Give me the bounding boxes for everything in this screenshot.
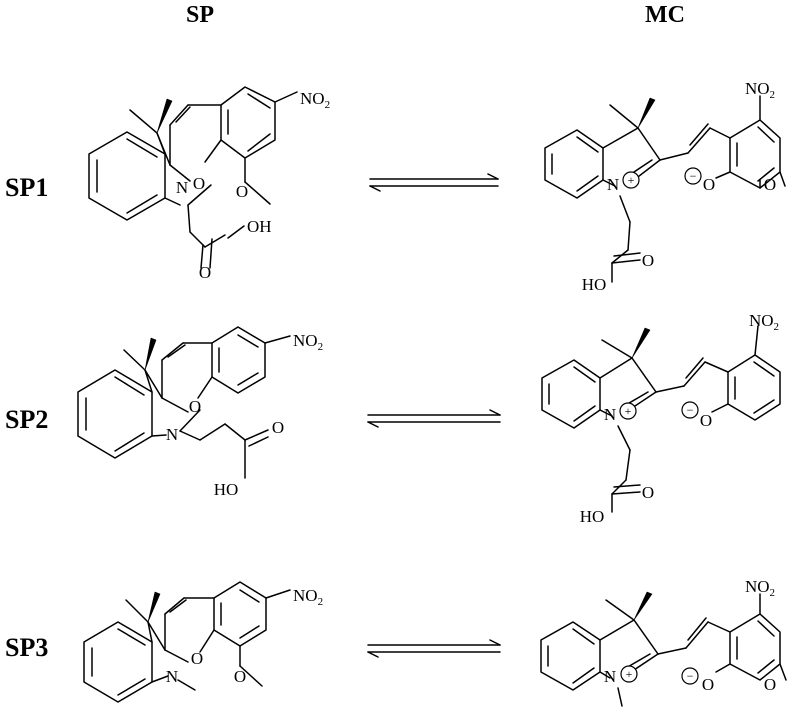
row-label-sp2: SP2 xyxy=(5,405,48,434)
equilibrium-arrow-2 xyxy=(367,409,501,428)
svg-text:O: O xyxy=(642,251,654,270)
svg-text:N: N xyxy=(166,425,178,444)
svg-text:HO: HO xyxy=(214,480,239,499)
svg-text:N: N xyxy=(604,667,616,686)
svg-text:−: − xyxy=(687,669,694,683)
svg-text:O: O xyxy=(234,667,246,686)
header-sp: SP xyxy=(186,2,214,28)
svg-text:HO: HO xyxy=(580,507,605,526)
svg-text:O: O xyxy=(702,675,714,694)
svg-text:O: O xyxy=(642,483,654,502)
svg-text:−: − xyxy=(687,403,694,417)
svg-text:O: O xyxy=(191,649,203,668)
sp2-spiropyran: N O O HO NO2 xyxy=(77,326,323,499)
svg-text:O: O xyxy=(703,175,715,194)
sp2-nitro: NO2 xyxy=(293,331,323,353)
mc1-merocyanine: N + − O O NO2 HO O xyxy=(544,79,786,294)
sp3-spiropyran: N O O NO2 xyxy=(83,581,323,703)
equilibrium-arrow-1 xyxy=(369,173,499,192)
svg-text:O: O xyxy=(764,175,776,194)
svg-text:HO: HO xyxy=(582,275,607,294)
svg-text:N: N xyxy=(176,178,188,197)
positive-charge-icon xyxy=(622,171,640,189)
svg-text:O: O xyxy=(199,263,211,282)
header-mc: MC xyxy=(645,2,685,28)
mc1-nitro: NO2 xyxy=(745,79,775,101)
svg-text:N: N xyxy=(607,175,619,194)
row-label-sp1: SP1 xyxy=(5,173,48,202)
svg-text:+: + xyxy=(626,667,633,681)
equilibrium-arrow-3 xyxy=(367,639,501,658)
svg-text:O: O xyxy=(193,174,205,193)
svg-text:N: N xyxy=(604,405,616,424)
row-sp3: SP3 N O O xyxy=(5,577,787,707)
svg-text:+: + xyxy=(625,404,632,418)
mc2-nitro: NO2 xyxy=(749,311,779,333)
sp3-nitro: NO2 xyxy=(293,586,323,608)
svg-text:−: − xyxy=(690,169,697,183)
negative-charge-icon xyxy=(681,667,699,685)
svg-text:O: O xyxy=(236,182,248,201)
svg-text:O: O xyxy=(272,418,284,437)
svg-text:N: N xyxy=(166,667,178,686)
row-sp1: SP1 xyxy=(5,79,786,294)
positive-charge-icon xyxy=(620,665,638,683)
sp1-nitro: NO2 xyxy=(300,89,330,111)
positive-charge-icon xyxy=(619,402,637,420)
negative-charge-icon xyxy=(681,401,699,419)
row-label-sp3: SP3 xyxy=(5,633,48,662)
svg-text:+: + xyxy=(628,173,635,187)
sp1-spiropyran: N O O OH O NO2 xyxy=(88,86,330,282)
row-sp2: SP2 xyxy=(5,311,781,526)
svg-text:OH: OH xyxy=(247,217,272,236)
mc3-nitro: NO2 xyxy=(745,577,775,599)
svg-text:O: O xyxy=(700,411,712,430)
mc2-merocyanine: N + − O NO2 HO O xyxy=(541,311,781,526)
svg-text:O: O xyxy=(764,675,776,694)
svg-text:O: O xyxy=(189,397,201,416)
negative-charge-icon xyxy=(684,167,702,185)
mc3-merocyanine: N + − O O NO2 xyxy=(540,577,787,707)
